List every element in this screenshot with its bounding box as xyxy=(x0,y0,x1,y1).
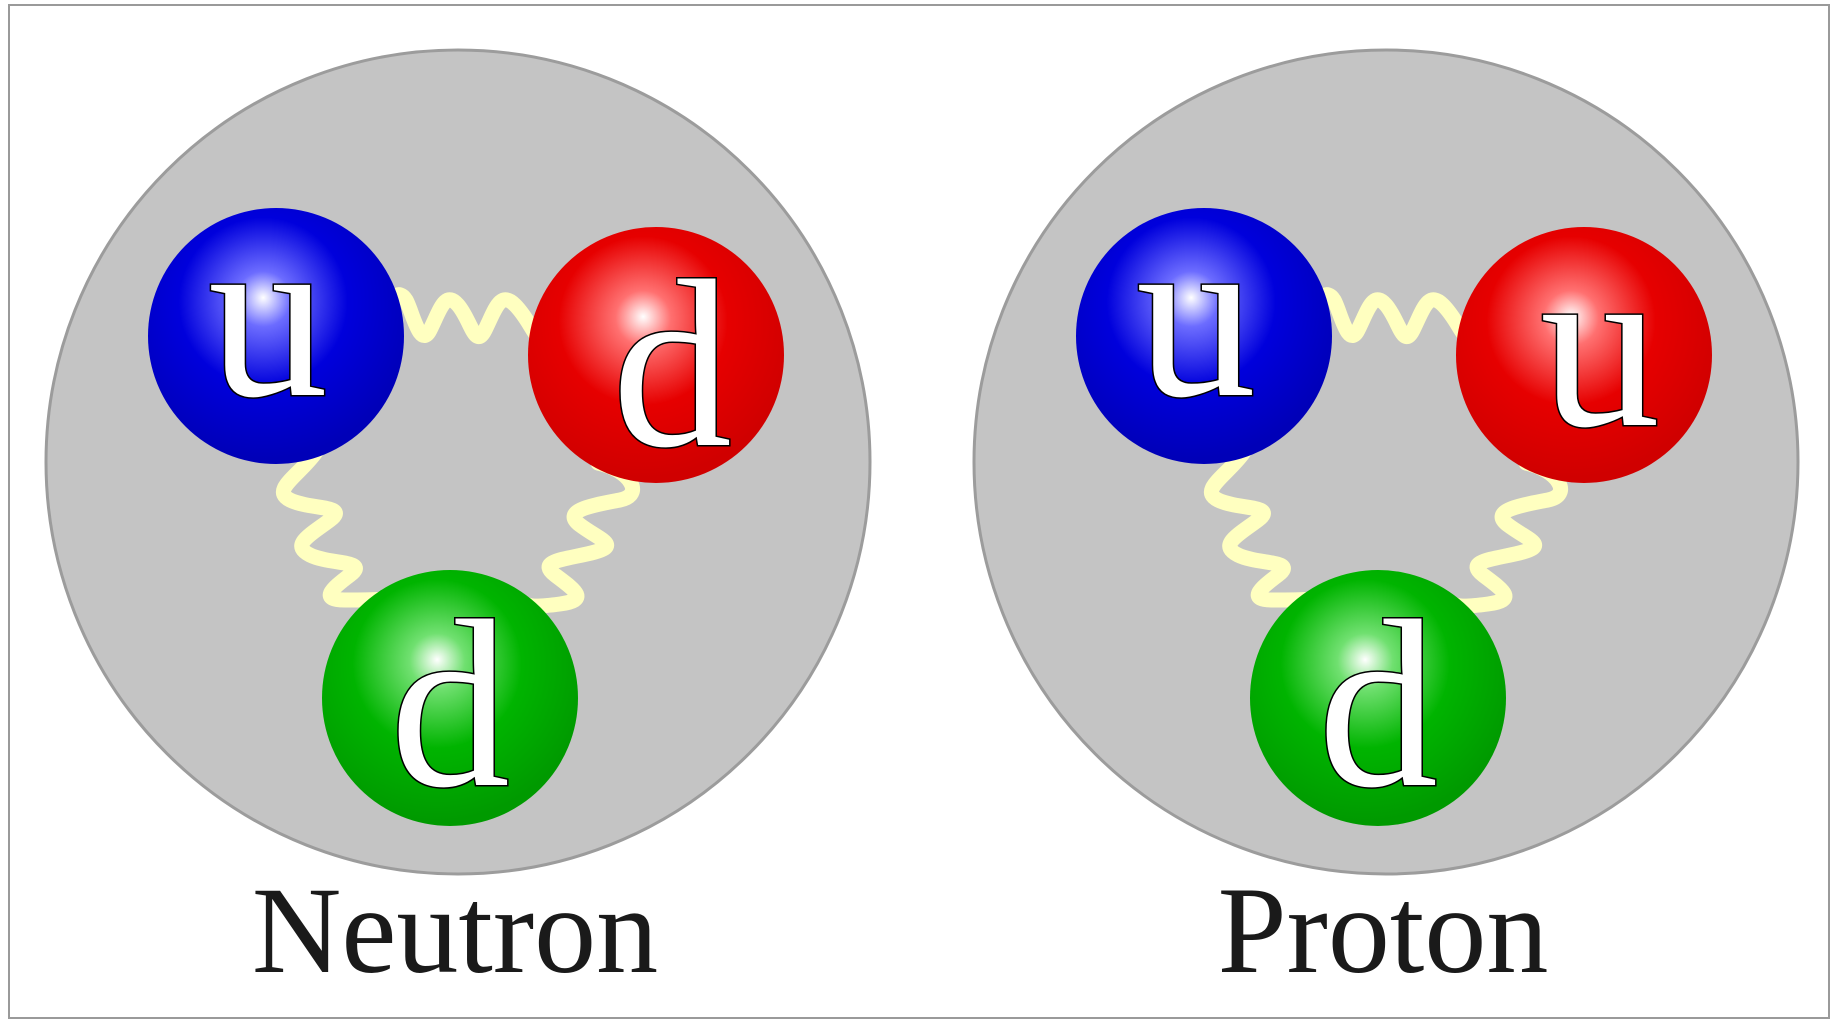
quark-flavor-label: u xyxy=(1136,181,1256,447)
quark-up-blue xyxy=(148,208,404,464)
quark-flavor-label: d xyxy=(1318,571,1438,837)
quark-flavor-label: d xyxy=(612,231,732,497)
quark-down-green xyxy=(322,570,578,826)
quark-flavor-label: u xyxy=(208,181,328,447)
quark-up-red xyxy=(1456,227,1712,483)
particle-name-proton: Proton xyxy=(1218,862,1549,999)
quark-flavor-label: d xyxy=(390,571,510,837)
gluon-spring-icon xyxy=(520,455,640,614)
gluon-spring-icon xyxy=(1304,287,1481,350)
hadron-neutron: u d d Neutron xyxy=(44,48,872,999)
gluon-spring-icon xyxy=(1448,455,1568,614)
quark-down-red xyxy=(528,227,784,483)
gluon-spring-icon xyxy=(1204,444,1341,608)
gluon-spring-icon xyxy=(376,287,553,350)
quark-flavor-label: u xyxy=(1540,211,1660,477)
quark-down-green xyxy=(1250,570,1506,826)
hadron-proton: u u d Proton xyxy=(972,48,1800,999)
quark-up-blue xyxy=(1076,208,1332,464)
gluon-spring-icon xyxy=(276,444,413,608)
particle-name-neutron: Neutron xyxy=(252,862,658,999)
